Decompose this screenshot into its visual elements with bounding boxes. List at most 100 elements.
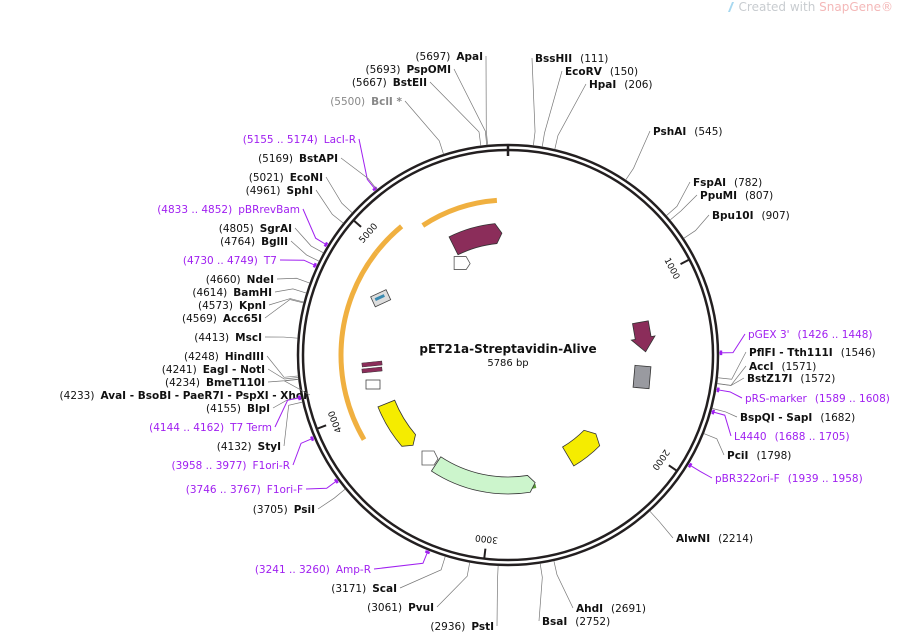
site-name: LacI-R — [324, 134, 356, 146]
site-leader-line — [670, 195, 697, 220]
scale-tick-label: 5000 — [358, 222, 381, 246]
site-name: NdeI — [247, 274, 274, 286]
primer-binding-mark — [718, 388, 719, 393]
site-leader-line — [318, 489, 345, 509]
site-label-ahdi[interactable]: AhdI (2691) — [554, 561, 646, 615]
site-position: (907) — [762, 210, 790, 222]
site-label-pbr322ori-f[interactable]: pBR322ori-F(1939 .. 1958) — [688, 463, 862, 485]
ampR-promoter-shape — [422, 451, 438, 465]
site-position: (4961) — [246, 185, 281, 197]
site-name: Acc65I — [223, 313, 262, 325]
site-position: (4234) — [165, 377, 200, 389]
site-label-msci[interactable]: MscI(4413) — [194, 332, 297, 344]
site-name: T7 — [263, 255, 277, 267]
site-name: PstI — [471, 621, 494, 633]
site-name: T7 Term — [229, 422, 272, 434]
site-leader-line — [688, 464, 712, 478]
plasmid-name: pET21a-Streptavidin-Alive — [419, 342, 596, 356]
site-label-bpu10i[interactable]: Bpu10I (907) — [684, 210, 790, 238]
bom-box — [633, 365, 651, 388]
site-leader-line — [291, 241, 319, 261]
site-label-bamhi[interactable]: BamHI(4614) — [192, 287, 306, 299]
site-position: (1589 .. 1608) — [815, 393, 890, 405]
site-name: HpaI — [589, 79, 616, 91]
site-leader-line — [542, 71, 562, 147]
site-position: (5697) — [415, 51, 450, 63]
site-leader-line — [277, 278, 310, 283]
site-position: (5693) — [366, 64, 401, 76]
site-position: (3958 .. 3977) — [172, 460, 247, 472]
site-label-bstz17i[interactable]: BstZ17I(1572) — [717, 373, 835, 386]
site-label-hpai[interactable]: HpaI (206) — [555, 79, 653, 149]
scale-tick — [354, 220, 362, 227]
site-name: BspQI - SapI — [740, 412, 812, 424]
site-position: (111) — [580, 53, 608, 65]
site-position: (4155) — [206, 403, 241, 415]
site-label-psti[interactable]: PstI(2936) — [430, 566, 498, 633]
site-position: (3241 .. 3260) — [255, 564, 330, 576]
t7-terminator-box — [366, 380, 380, 389]
site-leader-line — [626, 131, 650, 180]
site-leader-line — [359, 139, 376, 190]
site-position: (1426 .. 1448) — [798, 329, 873, 341]
scale-tick-label: 2000 — [649, 447, 670, 472]
site-label-ndei[interactable]: NdeI(4660) — [206, 274, 310, 286]
site-name: BsaI — [542, 616, 567, 628]
site-leader-line — [539, 564, 542, 621]
site-position: (1798) — [756, 450, 791, 462]
site-position: (4132) — [217, 441, 252, 453]
site-position: (1688 .. 1705) — [775, 431, 850, 443]
watermark-brand: SnapGene — [819, 0, 881, 14]
site-leader-line — [704, 434, 724, 455]
scale-tick — [681, 259, 690, 264]
site-leader-line — [684, 215, 709, 238]
site-position: (1571) — [781, 361, 816, 373]
site-name: SphI — [287, 185, 313, 197]
site-name: PshAI — [653, 126, 686, 138]
site-label-t7[interactable]: T7(4730 .. 4749) — [183, 255, 317, 267]
site-name: EcoNI — [290, 172, 323, 184]
site-name: Bpu10I — [712, 210, 754, 222]
site-name: F1ori-F — [267, 484, 303, 496]
site-name: PflFI - Tth111I — [749, 347, 833, 359]
snapgene-watermark: Created with SnapGene® — [727, 0, 893, 14]
site-label-bsai[interactable]: BsaI(2752) — [539, 564, 610, 628]
primer-binding-mark — [311, 436, 313, 440]
site-position: (782) — [734, 177, 762, 189]
site-label-kpni[interactable]: KpnI(4573) — [198, 299, 304, 312]
site-label-alwni[interactable]: AlwNI(2214) — [650, 511, 753, 545]
site-leader-line — [265, 300, 304, 318]
site-label-pshai[interactable]: PshAI(545) — [626, 126, 723, 180]
site-name: BstEII — [393, 77, 427, 89]
ampR-gene-arrow — [431, 457, 535, 494]
snapgene-logo-icon — [727, 1, 735, 13]
site-name: BclI * — [371, 96, 402, 108]
site-leader-line — [400, 556, 445, 588]
site-label-f1ori-f[interactable]: F1ori-F (3746 .. 3767) — [186, 479, 338, 496]
site-position: (3746 .. 3767) — [186, 484, 261, 496]
site-label-bmet110i[interactable]: BmeT110I(4234) — [165, 377, 298, 389]
site-label-prs-marker[interactable]: pRS-marker (1589 .. 1608) — [716, 388, 890, 405]
site-name: pGEX 3' — [748, 329, 790, 341]
lacI-promoter-shape — [454, 257, 470, 270]
site-position: (2691) — [611, 603, 646, 615]
site-label-amp-r[interactable]: Amp-R(3241 .. 3260) — [255, 550, 430, 576]
site-name: AhdI — [576, 603, 603, 615]
site-position: (3705) — [253, 504, 288, 516]
watermark-suffix: ® — [881, 0, 893, 14]
site-position: (1939 .. 1958) — [788, 473, 863, 485]
site-leader-line — [554, 561, 573, 608]
site-label-bsteii[interactable]: BstEII(5667) — [352, 77, 481, 146]
site-name: pRS-marker — [745, 393, 808, 405]
site-position: (4614) — [192, 287, 227, 299]
site-leader-line — [454, 69, 487, 145]
site-position: (206) — [624, 79, 652, 91]
orf-arc-left — [341, 252, 376, 439]
site-position: (4413) — [194, 332, 229, 344]
site-position: (4764) — [220, 236, 255, 248]
site-leader-line — [716, 390, 742, 398]
primer-binding-mark — [425, 551, 429, 553]
site-label-bspqi-sapi[interactable]: BspQI - SapI(1682) — [712, 408, 855, 424]
site-position: (3061) — [367, 602, 402, 614]
